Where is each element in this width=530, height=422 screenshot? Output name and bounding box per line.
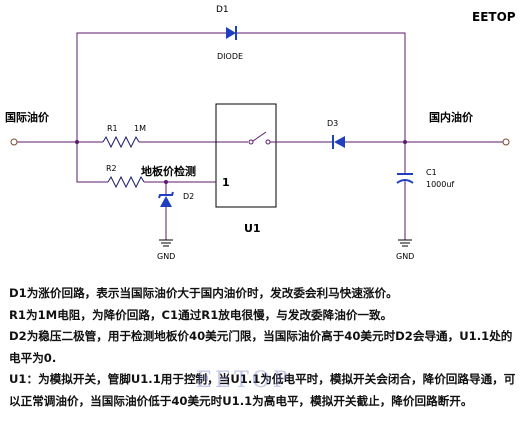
ground-symbol-right [398,239,412,247]
c1-label: C1 [426,168,437,177]
floor-detect-label: 地板价检测 [141,164,196,178]
ground-symbol-left [159,239,173,247]
r2-branch-wire [76,142,108,183]
note-line: 电平为0. [9,350,57,365]
d1-label: D1 [216,5,229,15]
r1-label: R1 [107,124,118,133]
junction-dot-right [403,140,407,144]
d2-label: D2 [183,192,194,201]
note-line: D2为稳压二极管，用于检测地板价40美元门限，当国际油价高于40美元时D2会导通… [9,329,513,344]
note-line: 以正常调油价，当国际油价低于40美元时U1.1为高电平，模拟开关截止，降价回路断… [9,393,473,408]
d3-label: D3 [327,119,338,128]
zener-diode-d2 [158,191,174,207]
input-port [10,138,18,146]
note-line: D1为涨价回路，表示当国际油价大于国内油价时，发改委会利马快速涨价。 [9,286,398,300]
note-line: U1：为模拟开关，管脚U1.1用于控制，当U1.1为低电平时，模拟开关会闭合，降… [9,372,516,387]
c1-value-label: 1000uf [426,180,454,189]
input-port-label: 国际油价 [5,110,50,124]
output-port-label: 国内油价 [429,110,474,124]
brand-logo: EETOP [472,10,516,24]
d1-type-label: DIODE [217,52,243,61]
gnd-right-label: GND [396,252,414,261]
note-line: R1为1M电阻，为降价回路，C1通过R1放电很慢，与发改委降油价一致。 [9,307,393,322]
output-port [502,138,510,146]
diode-d3 [332,135,345,149]
resistor-r2 [107,175,145,189]
r2-label: R2 [106,164,117,173]
capacitor-c1 [396,173,414,184]
u1-label: U1 [244,222,261,235]
resistor-r1 [102,135,140,149]
pin1-label: 1 [222,176,230,189]
junction-dot-left [75,140,79,144]
diode-d1 [226,26,237,40]
switch-u1 [215,103,277,208]
circuit-schematic: D1 DIODE R1 1M 国际油价 U1 1 D3 国内油价 R2 地板价检… [5,5,510,261]
explanation-notes: D1为涨价回路，表示当国际油价大于国内油价时，发改委会利马快速涨价。 R1为1M… [9,283,524,413]
d1-loop-wire [76,32,406,142]
r1-value-label: 1M [134,124,146,133]
switch-contacts [248,131,271,145]
junction-dot-d2 [164,180,168,184]
gnd-left-label: GND [157,252,175,261]
